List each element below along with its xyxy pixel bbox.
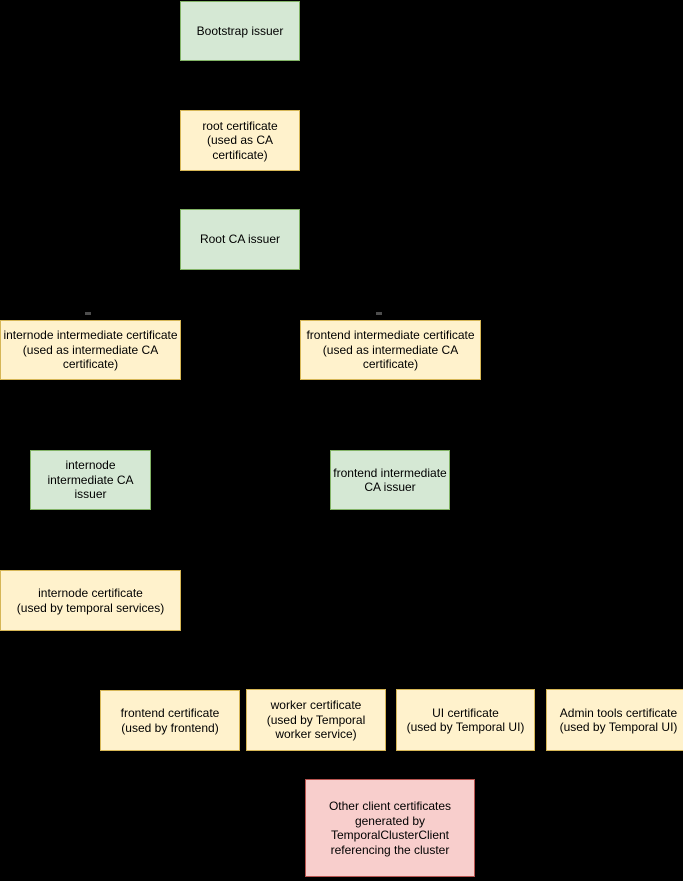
node-frontend-intermediate-ca-issuer: frontend intermediate CA issuer [330,450,450,510]
node-frontend-intermediate-certificate: frontend intermediate certificate (used … [300,320,481,380]
node-root-certificate: root certificate (used as CA certificate… [180,110,300,171]
node-ui-certificate: UI certificate (used by Temporal UI) [396,689,535,751]
node-internode-intermediate-certificate: internode intermediate certificate (used… [0,320,181,380]
arrowhead-mark-frontend [376,312,382,315]
node-worker-certificate: worker certificate (used by Temporal wor… [246,689,386,751]
node-bootstrap-issuer: Bootstrap issuer [180,1,300,61]
node-root-ca-issuer: Root CA issuer [180,209,300,270]
node-internode-intermediate-ca-issuer: internode intermediate CA issuer [30,450,151,510]
node-other-client-certificates: Other client certificates generated by T… [305,779,475,877]
node-frontend-certificate: frontend certificate (used by frontend) [100,690,240,751]
node-admin-tools-certificate: Admin tools certificate (used by Tempora… [546,689,683,751]
node-internode-certificate: internode certificate (used by temporal … [0,570,181,631]
arrowhead-mark-internode [85,312,91,315]
